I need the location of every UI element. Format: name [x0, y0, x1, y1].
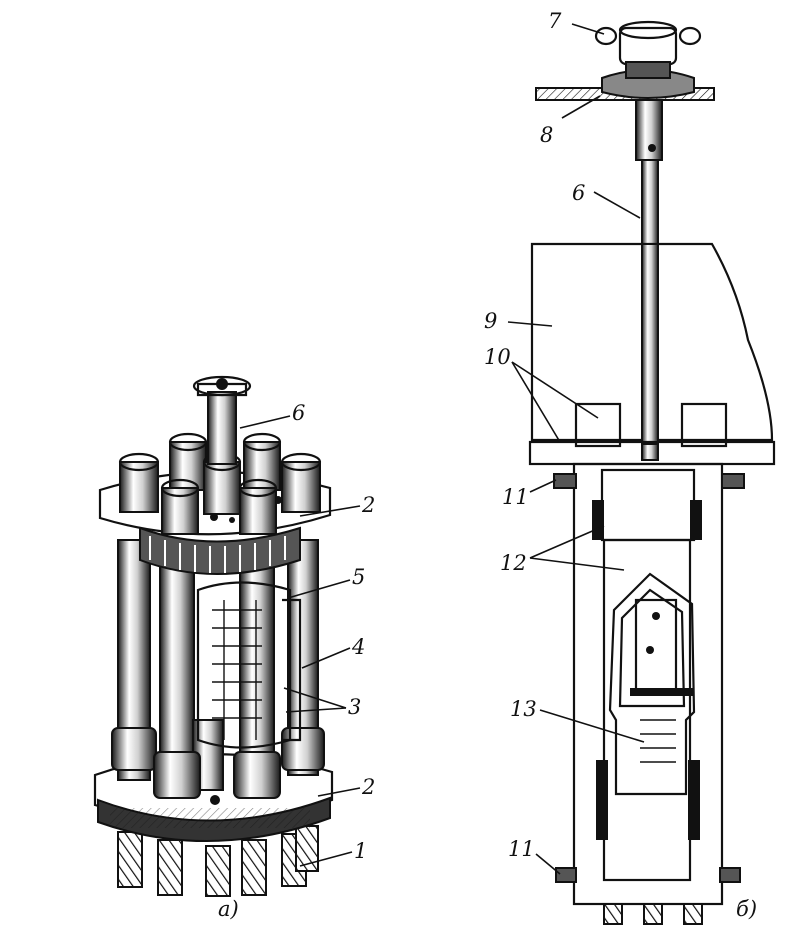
panel-a-labels: 6 2 5 4 3 2 1 а)	[218, 401, 375, 921]
contact-cups	[118, 432, 322, 535]
column-rods	[111, 539, 325, 799]
ground-block	[530, 242, 774, 445]
top-nut	[594, 20, 702, 99]
callout-b-13: 13	[510, 697, 537, 721]
callout-b-7: 7	[548, 9, 562, 33]
inner-fuse-element	[608, 572, 696, 796]
callout-a-5: 5	[352, 565, 365, 589]
callout-b-8: 8	[540, 123, 553, 147]
callout-a-4: 4	[351, 635, 365, 659]
panel-b-labels: 7 8 6 9 10 11 12 13 11 б)	[484, 9, 757, 921]
callout-a-2-lower: 2	[361, 775, 375, 799]
panel-b-assembly	[507, 20, 776, 925]
panel-b-leaders	[507, 23, 645, 875]
central-element	[196, 581, 302, 749]
callout-b-9: 9	[484, 309, 497, 333]
callout-b-11-lower: 11	[508, 837, 535, 861]
callout-a-3: 3	[348, 695, 361, 719]
caption-a: а)	[218, 897, 239, 921]
center-shaft	[192, 375, 252, 465]
callout-a-6: 6	[292, 401, 305, 425]
panel-a-assembly	[93, 375, 361, 897]
callout-b-10: 10	[484, 345, 511, 369]
callout-b-12: 12	[500, 551, 527, 575]
caption-b: б)	[736, 897, 757, 921]
panel-a-leaders	[239, 415, 361, 867]
cable-leads	[117, 825, 319, 897]
callout-b-11-upper: 11	[502, 485, 529, 509]
callout-a-2-upper: 2	[361, 493, 375, 517]
callout-b-6: 6	[572, 181, 585, 205]
callout-a-1: 1	[354, 839, 367, 863]
